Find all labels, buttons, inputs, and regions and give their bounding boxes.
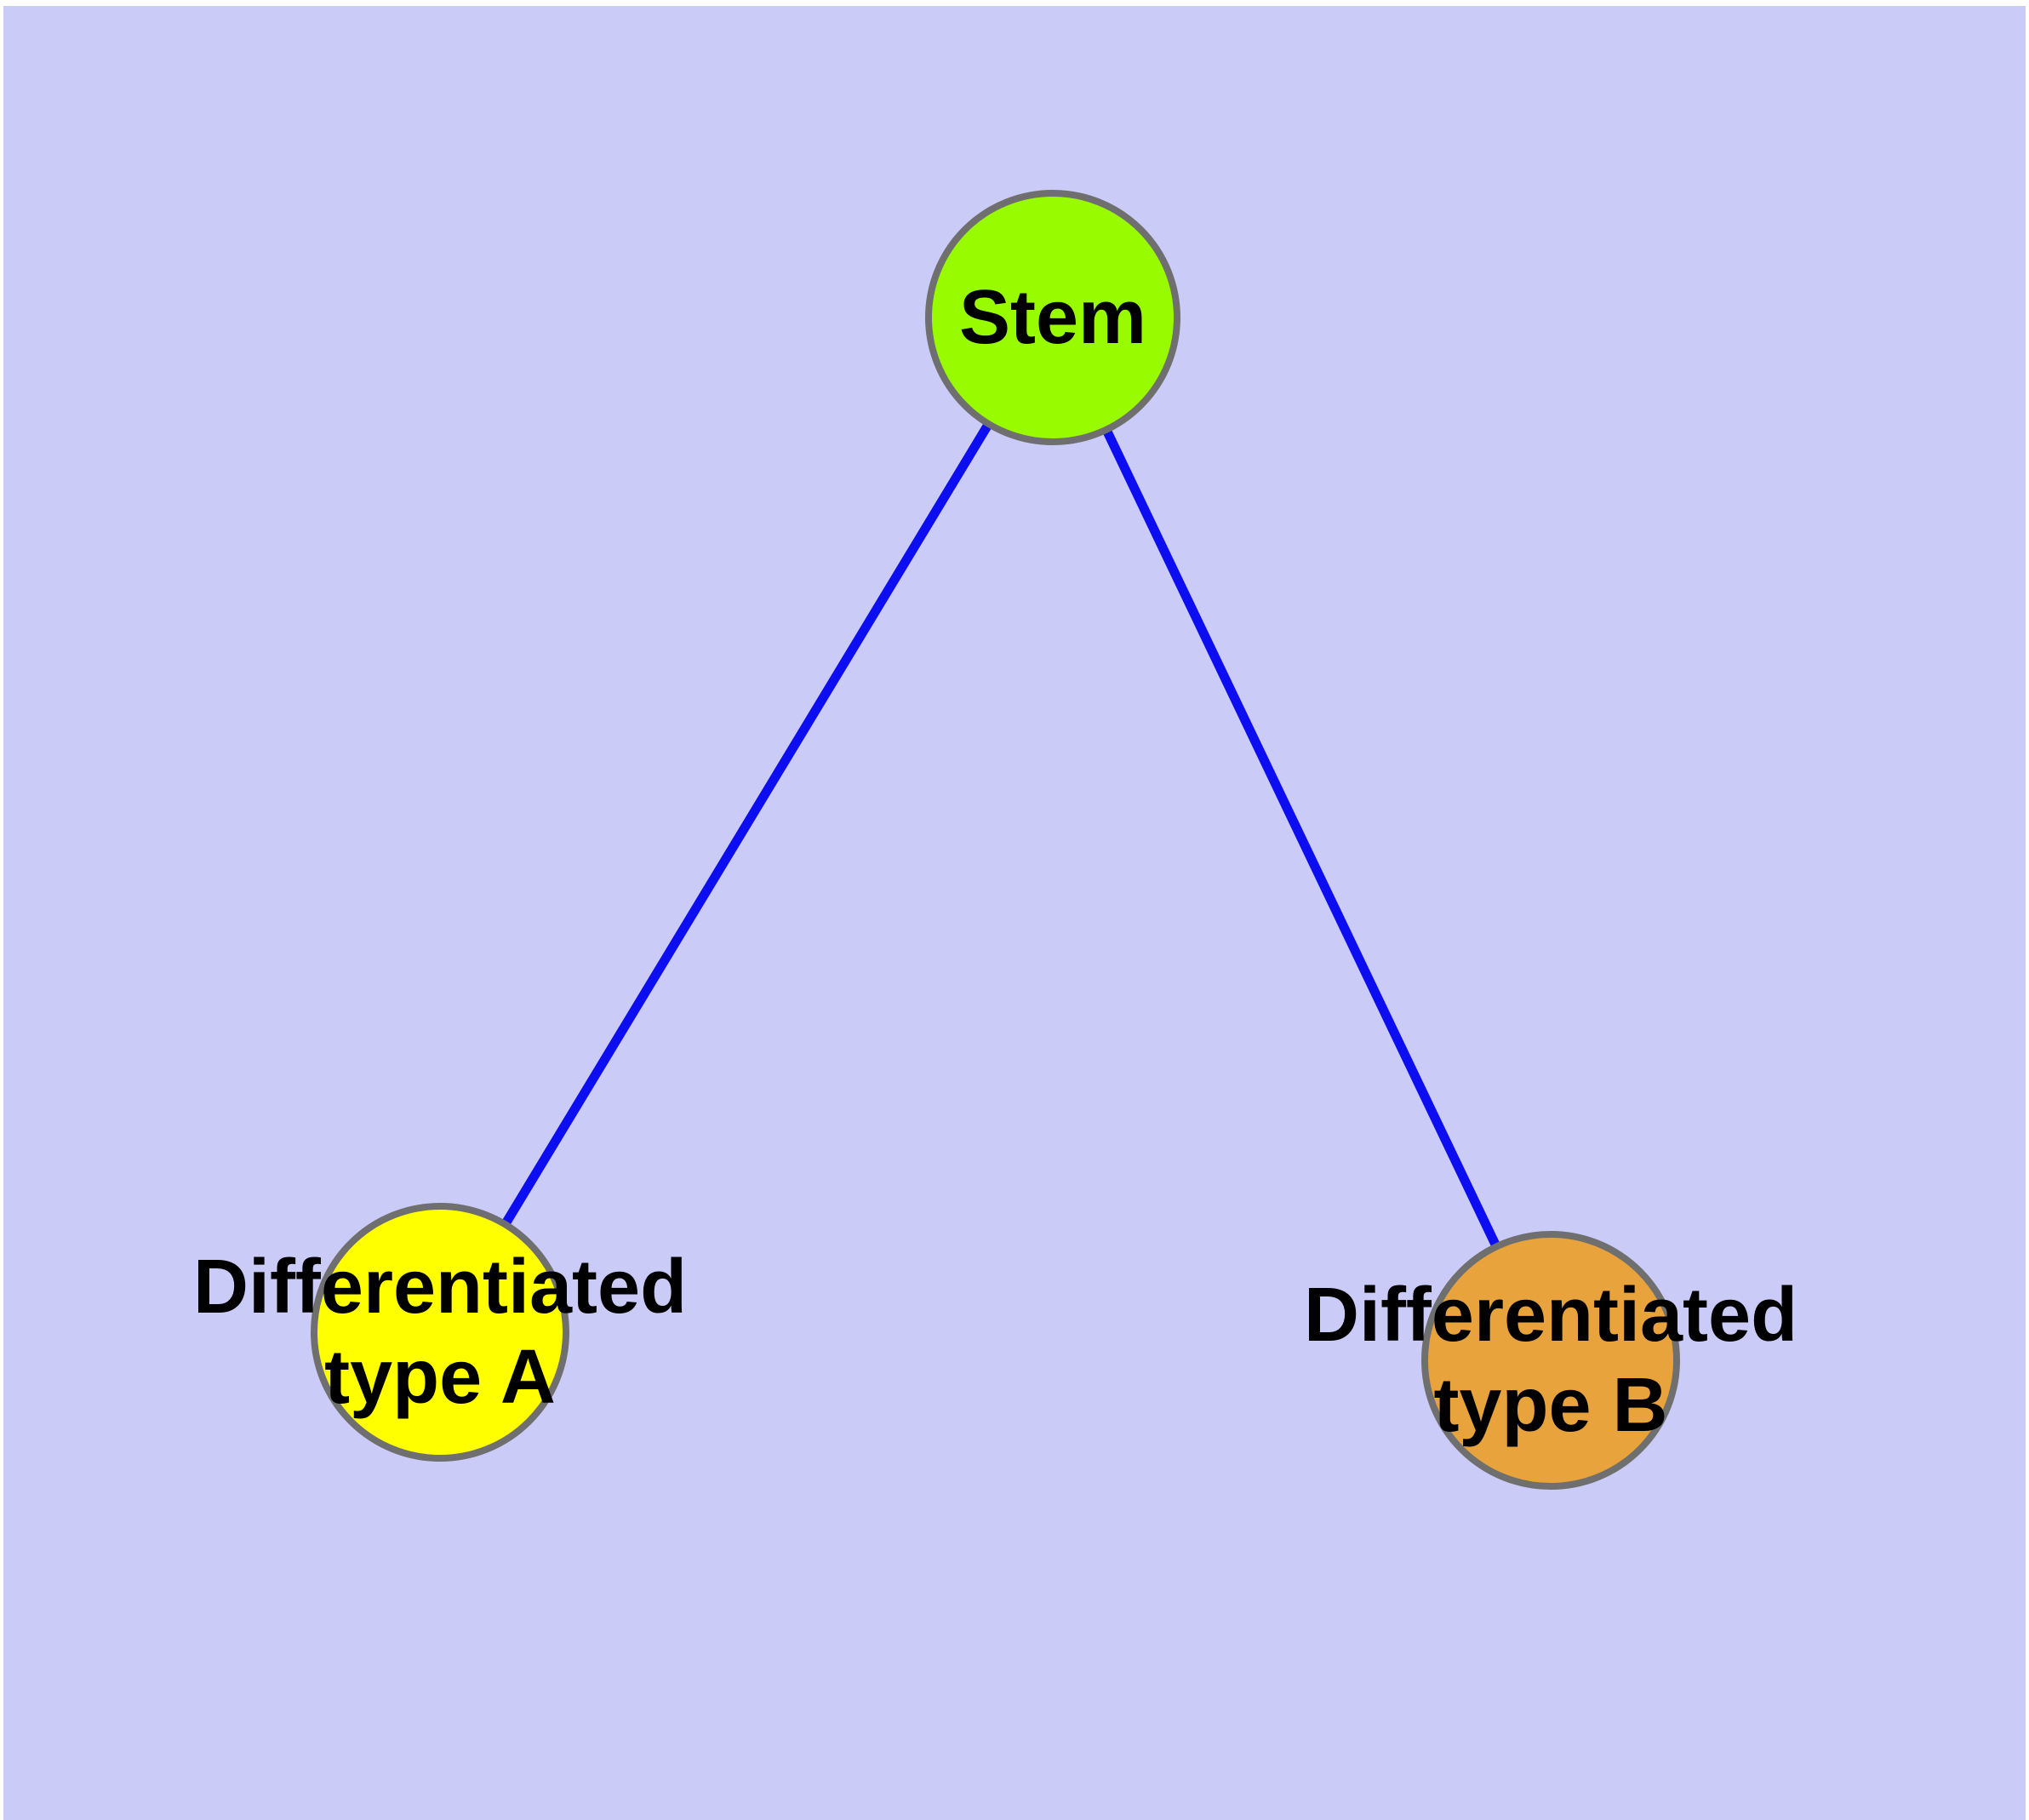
node-differentiated-type-b — [1421, 1231, 1680, 1490]
edge-stem-to-type-a — [436, 315, 1057, 1335]
node-label-stem: Stem — [958, 275, 1147, 360]
node-stem — [925, 190, 1180, 445]
node-label-line: Differentiated — [1303, 1273, 1798, 1358]
node-label-line: type A — [324, 1335, 556, 1420]
node-label-line: type B — [1433, 1363, 1668, 1448]
node-label-differentiated-type-a: Differentiated type A — [193, 1242, 687, 1422]
node-differentiated-type-a — [311, 1203, 569, 1462]
node-label-differentiated-type-b: Differentiated type B — [1304, 1270, 1798, 1451]
edge-stem-to-type-b — [1049, 315, 1555, 1363]
node-label-line: Differentiated — [192, 1245, 688, 1330]
